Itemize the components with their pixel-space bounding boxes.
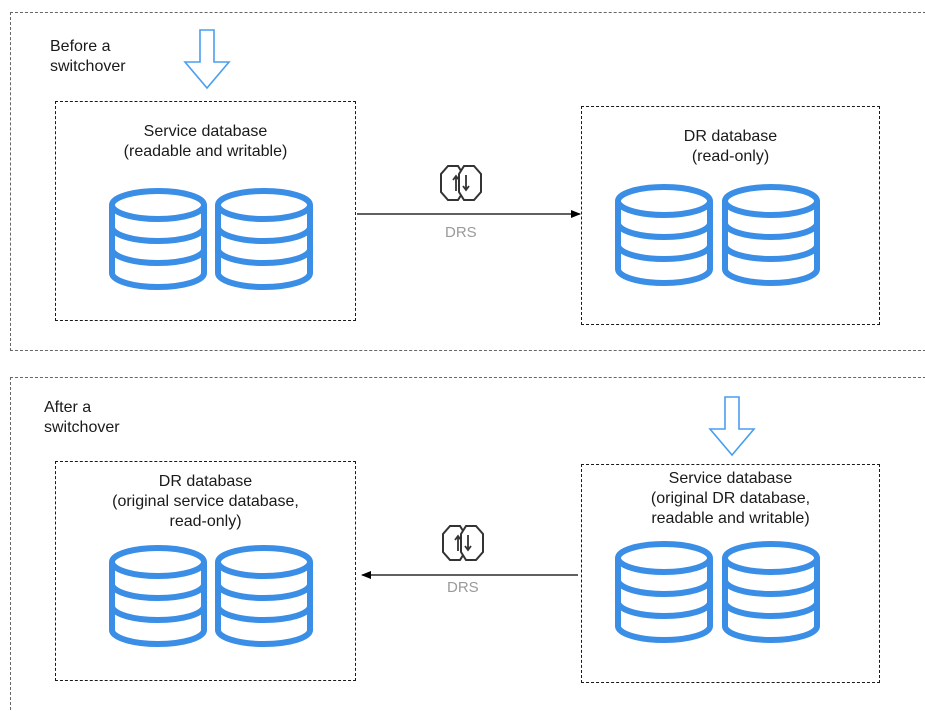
dr-database-box: DR database(read-only) [581, 106, 880, 325]
dr-database-box-after: DR database(original service database,re… [55, 461, 356, 681]
drs-sync-icon [440, 165, 482, 201]
drs-sync-icon [442, 525, 484, 561]
before-switchover-panel [10, 12, 925, 351]
service-database-title: Service database(readable and writable) [123, 123, 288, 160]
dr-database-title: DR database(read-only) [683, 128, 778, 165]
database-icon [618, 187, 710, 283]
database-icon [218, 191, 310, 287]
down-arrow-icon [184, 29, 230, 89]
service-database-box: Service database(readable and writable) [55, 101, 356, 321]
down-arrow-icon [709, 396, 755, 456]
drs-label-after: DRS [447, 579, 479, 596]
service-database-title-after: Service database(original DR database,re… [650, 470, 811, 527]
dr-database-title-after: DR database(original service database,re… [112, 473, 299, 530]
database-icon [218, 548, 310, 644]
database-icon [112, 191, 204, 287]
database-icon [725, 544, 817, 640]
database-icon [112, 548, 204, 644]
service-database-box-after: Service database(original DR database,re… [581, 464, 880, 683]
after-switchover-panel [10, 377, 925, 710]
drs-label: DRS [445, 224, 477, 241]
database-icon [618, 544, 710, 640]
database-icon [725, 187, 817, 283]
